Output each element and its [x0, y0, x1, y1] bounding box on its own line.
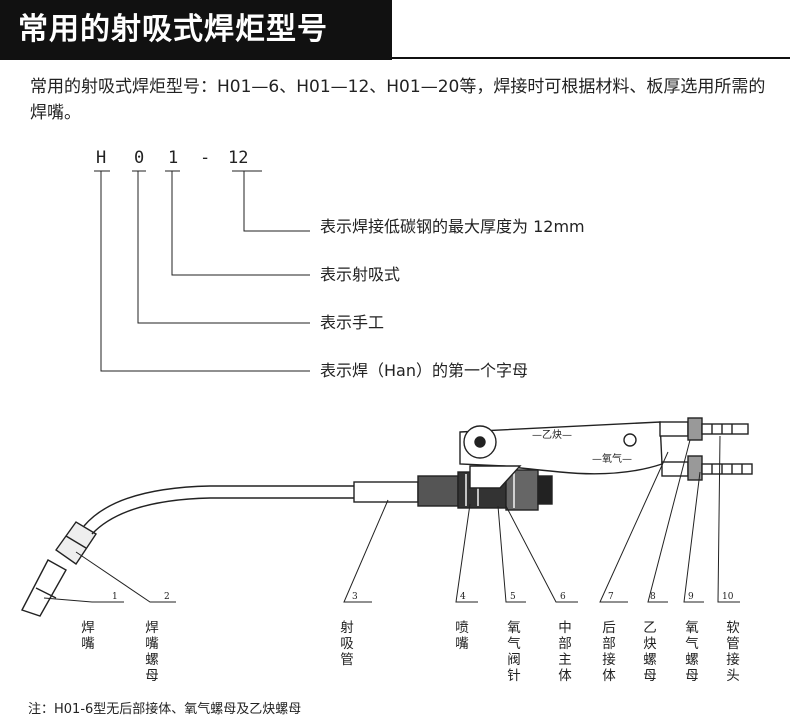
part-num-6: 6: [560, 592, 566, 602]
part-label-8: 乙炔螺母: [643, 620, 657, 684]
part-label-2: 焊嘴螺母: [145, 620, 159, 684]
part-num-2: 2: [164, 592, 170, 602]
part-num-3: 3: [352, 592, 358, 602]
part-num-1: 1: [112, 592, 118, 602]
part-num-7: 7: [608, 592, 614, 602]
part-num-8: 8: [650, 592, 656, 602]
page-title: 常用的射吸式焊炬型号: [0, 0, 392, 60]
part-num-9: 9: [688, 592, 694, 602]
part-label-4: 喷嘴: [455, 620, 469, 652]
code-letter-h: H: [96, 148, 107, 168]
part-num-4: 4: [460, 592, 466, 602]
part-label-10: 软管接头: [726, 620, 740, 684]
part-label-6: 中部主体: [558, 620, 572, 684]
intro-paragraph: 常用的射吸式焊炬型号：H01—6、H01—12、H01—20等，焊接时可根据材料…: [30, 77, 766, 123]
footnote: 注：H01-6型无后部接体、氧气螺母及乙炔螺母: [28, 702, 302, 717]
code-desc-injector: 表示射吸式: [320, 265, 401, 284]
part-label-9: 氧气螺母: [685, 620, 699, 684]
acetylene-channel-label: —乙炔—: [532, 429, 572, 441]
code-desc-welding: 表示焊（Han）的第一个字母: [320, 361, 528, 380]
code-letter-0: 0: [134, 148, 145, 168]
torch-diagram: —乙炔— —氧气— 1 2 3 4 5 6 7 8 9 10 焊嘴 焊嘴螺母 射…: [0, 392, 790, 692]
code-letter-dash: -: [200, 148, 211, 168]
part-num-5: 5: [510, 592, 516, 602]
part-label-7: 后部接体: [602, 620, 616, 684]
part-num-10: 10: [722, 592, 734, 602]
part-label-5: 氧气阀针: [507, 620, 521, 684]
title-underline: [392, 57, 790, 59]
part-label-3: 射吸管: [340, 620, 354, 668]
code-desc-manual: 表示手工: [320, 313, 385, 332]
oxygen-channel-label: —氧气—: [592, 452, 632, 465]
model-code-diagram: H 0 1 - 12 表示焊接低碳钢的最大厚度为 12mm 表示射吸式 表示手工…: [0, 140, 790, 390]
part-label-1: 焊嘴: [81, 620, 95, 652]
code-letter-12: 12: [228, 148, 249, 168]
code-desc-thickness: 表示焊接低碳钢的最大厚度为 12mm: [320, 217, 585, 236]
code-leader-lines: [94, 170, 310, 372]
code-letter-1: 1: [168, 148, 179, 168]
